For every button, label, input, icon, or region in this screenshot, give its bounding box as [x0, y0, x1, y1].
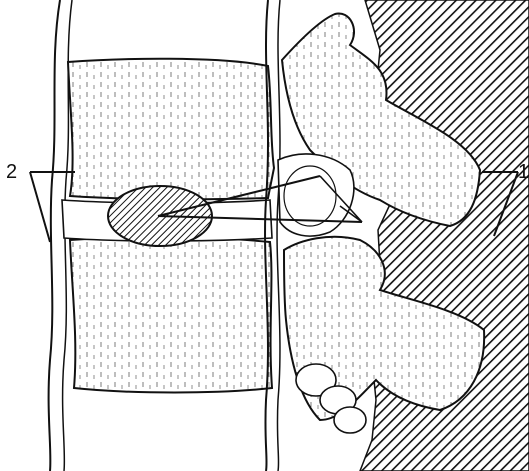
- lower-vertebral-body: [70, 237, 272, 392]
- label-1: 1: [518, 161, 529, 183]
- spinous-knob-3: [334, 407, 366, 433]
- upper-vertebral-body: [68, 59, 274, 200]
- label-2: 2: [6, 161, 17, 183]
